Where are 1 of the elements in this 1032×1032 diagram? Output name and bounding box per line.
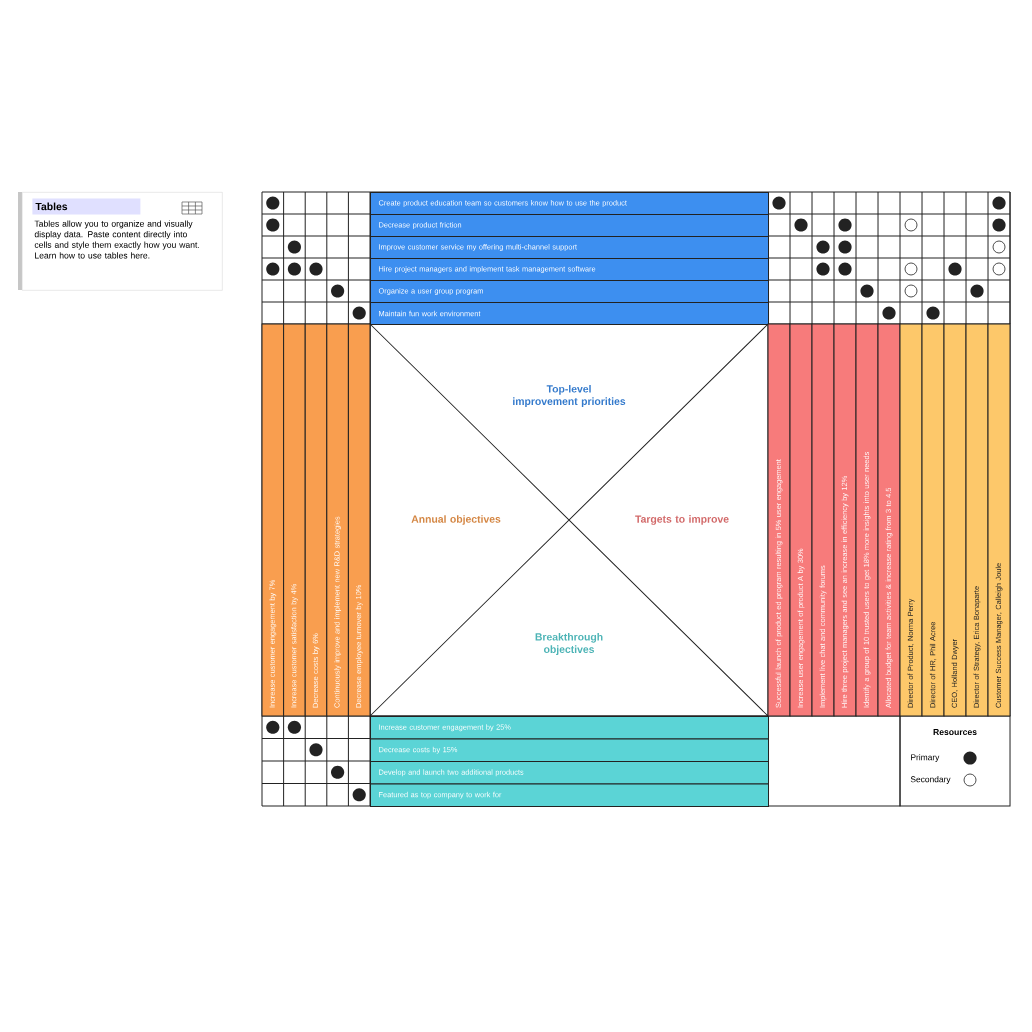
info-card (18, 192, 223, 291)
